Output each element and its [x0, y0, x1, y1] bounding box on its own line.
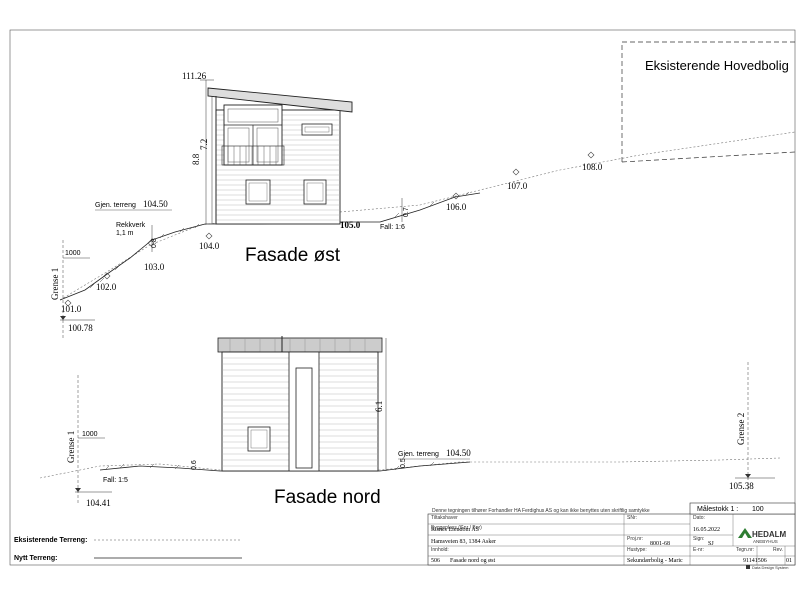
- brand-sub: ANEBYHUS: [753, 539, 778, 544]
- dds-logo-icon: [746, 565, 750, 569]
- existing-building-label: Eksisterende Hovedbolig: [645, 58, 789, 73]
- contour-103: 103.0: [144, 262, 165, 272]
- house-north: [217, 336, 383, 472]
- dim-wall-east: 7.2: [199, 139, 209, 150]
- title-block: Målestokk 1 : 100 Denne tegningen tilhør…: [427, 502, 796, 570]
- footer-text: Data Design System: [752, 565, 789, 570]
- level-right-north: 105.38: [729, 481, 754, 491]
- enr-label: E-nr:: [693, 547, 704, 553]
- hedalm-logo-icon: [738, 528, 752, 538]
- byggeplass-label: Byggeplass (Gnr / Bnr): [431, 525, 482, 531]
- dim-0-5-north: 0.5: [400, 458, 407, 468]
- legend-new-label: Nytt Terreng:: [14, 555, 57, 562]
- height-top-label: 111.26: [182, 71, 207, 81]
- fall-east: Fall: 1:6: [380, 224, 405, 231]
- fall-north: Fall: 1:5: [103, 477, 128, 484]
- contour-106: 106.0: [446, 202, 467, 212]
- snr-label: SNr:: [627, 515, 637, 521]
- elevation-north: 6.1 0.6 0.5 Gjen. terreng 104.50 Fall: 1…: [39, 336, 781, 508]
- gjen-terreng-val-north: 104.50: [446, 448, 471, 458]
- grense-2-north: Grense 2: [736, 413, 746, 445]
- innhold-nr: 506: [431, 558, 440, 564]
- contour-markers-east: [64, 151, 595, 307]
- house-east: [207, 87, 353, 225]
- contour-108: 108.0: [582, 162, 603, 172]
- scale-label: Målestokk 1 :: [697, 505, 738, 513]
- dim-1000-north: 1000: [82, 431, 98, 438]
- dato: 16.05.2022: [693, 527, 720, 533]
- rekkverk-height: 1,1 m: [116, 230, 134, 237]
- new-terrain-line-east: [59, 192, 481, 301]
- grense-east: Grense 1: [50, 268, 60, 300]
- dato-label: Dato:: [693, 515, 705, 521]
- existing-terrain-line-east: [59, 131, 796, 301]
- innhold: Fasade nord og øst: [450, 558, 495, 564]
- scale-value: 100: [752, 506, 764, 513]
- brand-name: HEDALM: [752, 530, 787, 539]
- gjen-terreng-east: Gjen. terreng: [95, 202, 136, 209]
- existing-building: Eksisterende Hovedbolig: [621, 41, 796, 163]
- gjen-terreng-north: Gjen. terreng: [398, 451, 439, 458]
- dim-total-north: 6.1: [374, 401, 384, 412]
- title-north: Fasade nord: [274, 487, 381, 508]
- sign-label: Sign:: [693, 536, 704, 542]
- tegn-label: Tegn.nr:: [736, 547, 754, 553]
- tiltakshaver: Risnes Eiendom AS: [431, 527, 479, 533]
- new-terrain-line-north: [99, 461, 471, 472]
- contour-104: 104.0: [199, 241, 220, 251]
- level-left-north: 104.41: [86, 498, 111, 508]
- dim-0-8-east: 0.8: [151, 238, 158, 248]
- sheet-border: [9, 29, 796, 566]
- rev: 01: [786, 558, 792, 564]
- tegn: 91141506: [743, 558, 767, 564]
- projnr-label: Proj.nr:: [627, 536, 643, 542]
- byggeplass: Hamsveien 83, 1384 Asker: [431, 539, 496, 545]
- base-level-east: 100.78: [68, 323, 93, 333]
- contour-107: 107.0: [507, 181, 528, 191]
- contour-101: 101.0: [61, 304, 82, 314]
- terrain-hatch-east: [89, 191, 470, 289]
- rekkverk-label: Rekkverk: [116, 222, 146, 229]
- hustype-label: Hustype:: [627, 547, 647, 553]
- legend-existing-label: Eksisterende Terreng:: [14, 537, 87, 544]
- dimensions-east: [151, 79, 403, 252]
- dim-total-east: 8.8: [191, 153, 201, 165]
- dim-0-7-east: 0.7: [403, 207, 410, 217]
- rev-label: Rev.: [773, 547, 783, 553]
- grense-1-north: Grense 1: [66, 431, 76, 463]
- level-105: 105.0: [340, 220, 361, 230]
- projnr: 8001-68: [650, 541, 670, 547]
- gjen-terreng-val-east: 104.50: [143, 199, 168, 209]
- dim-1000-east: 1000: [65, 250, 81, 257]
- innhold-label: Innhold:: [431, 547, 449, 553]
- elevation-east: 111.26 8.8 7.2 Gjen. terreng 104.50 Rekk…: [50, 71, 796, 340]
- tiltakshaver-label: Tiltakshaver: [431, 515, 458, 521]
- disclaimer-text: Denne tegningen tilhører Forhandler HA F…: [432, 508, 650, 514]
- sign: SJ: [708, 541, 714, 547]
- title-east: Fasade øst: [245, 245, 341, 266]
- hustype: Sekundærbolig - Maric: [627, 558, 683, 564]
- dim-0-6-north: 0.6: [191, 460, 198, 470]
- terrain-legend: Eksisterende Terreng: Nytt Terreng:: [14, 537, 242, 562]
- contour-102: 102.0: [96, 282, 117, 292]
